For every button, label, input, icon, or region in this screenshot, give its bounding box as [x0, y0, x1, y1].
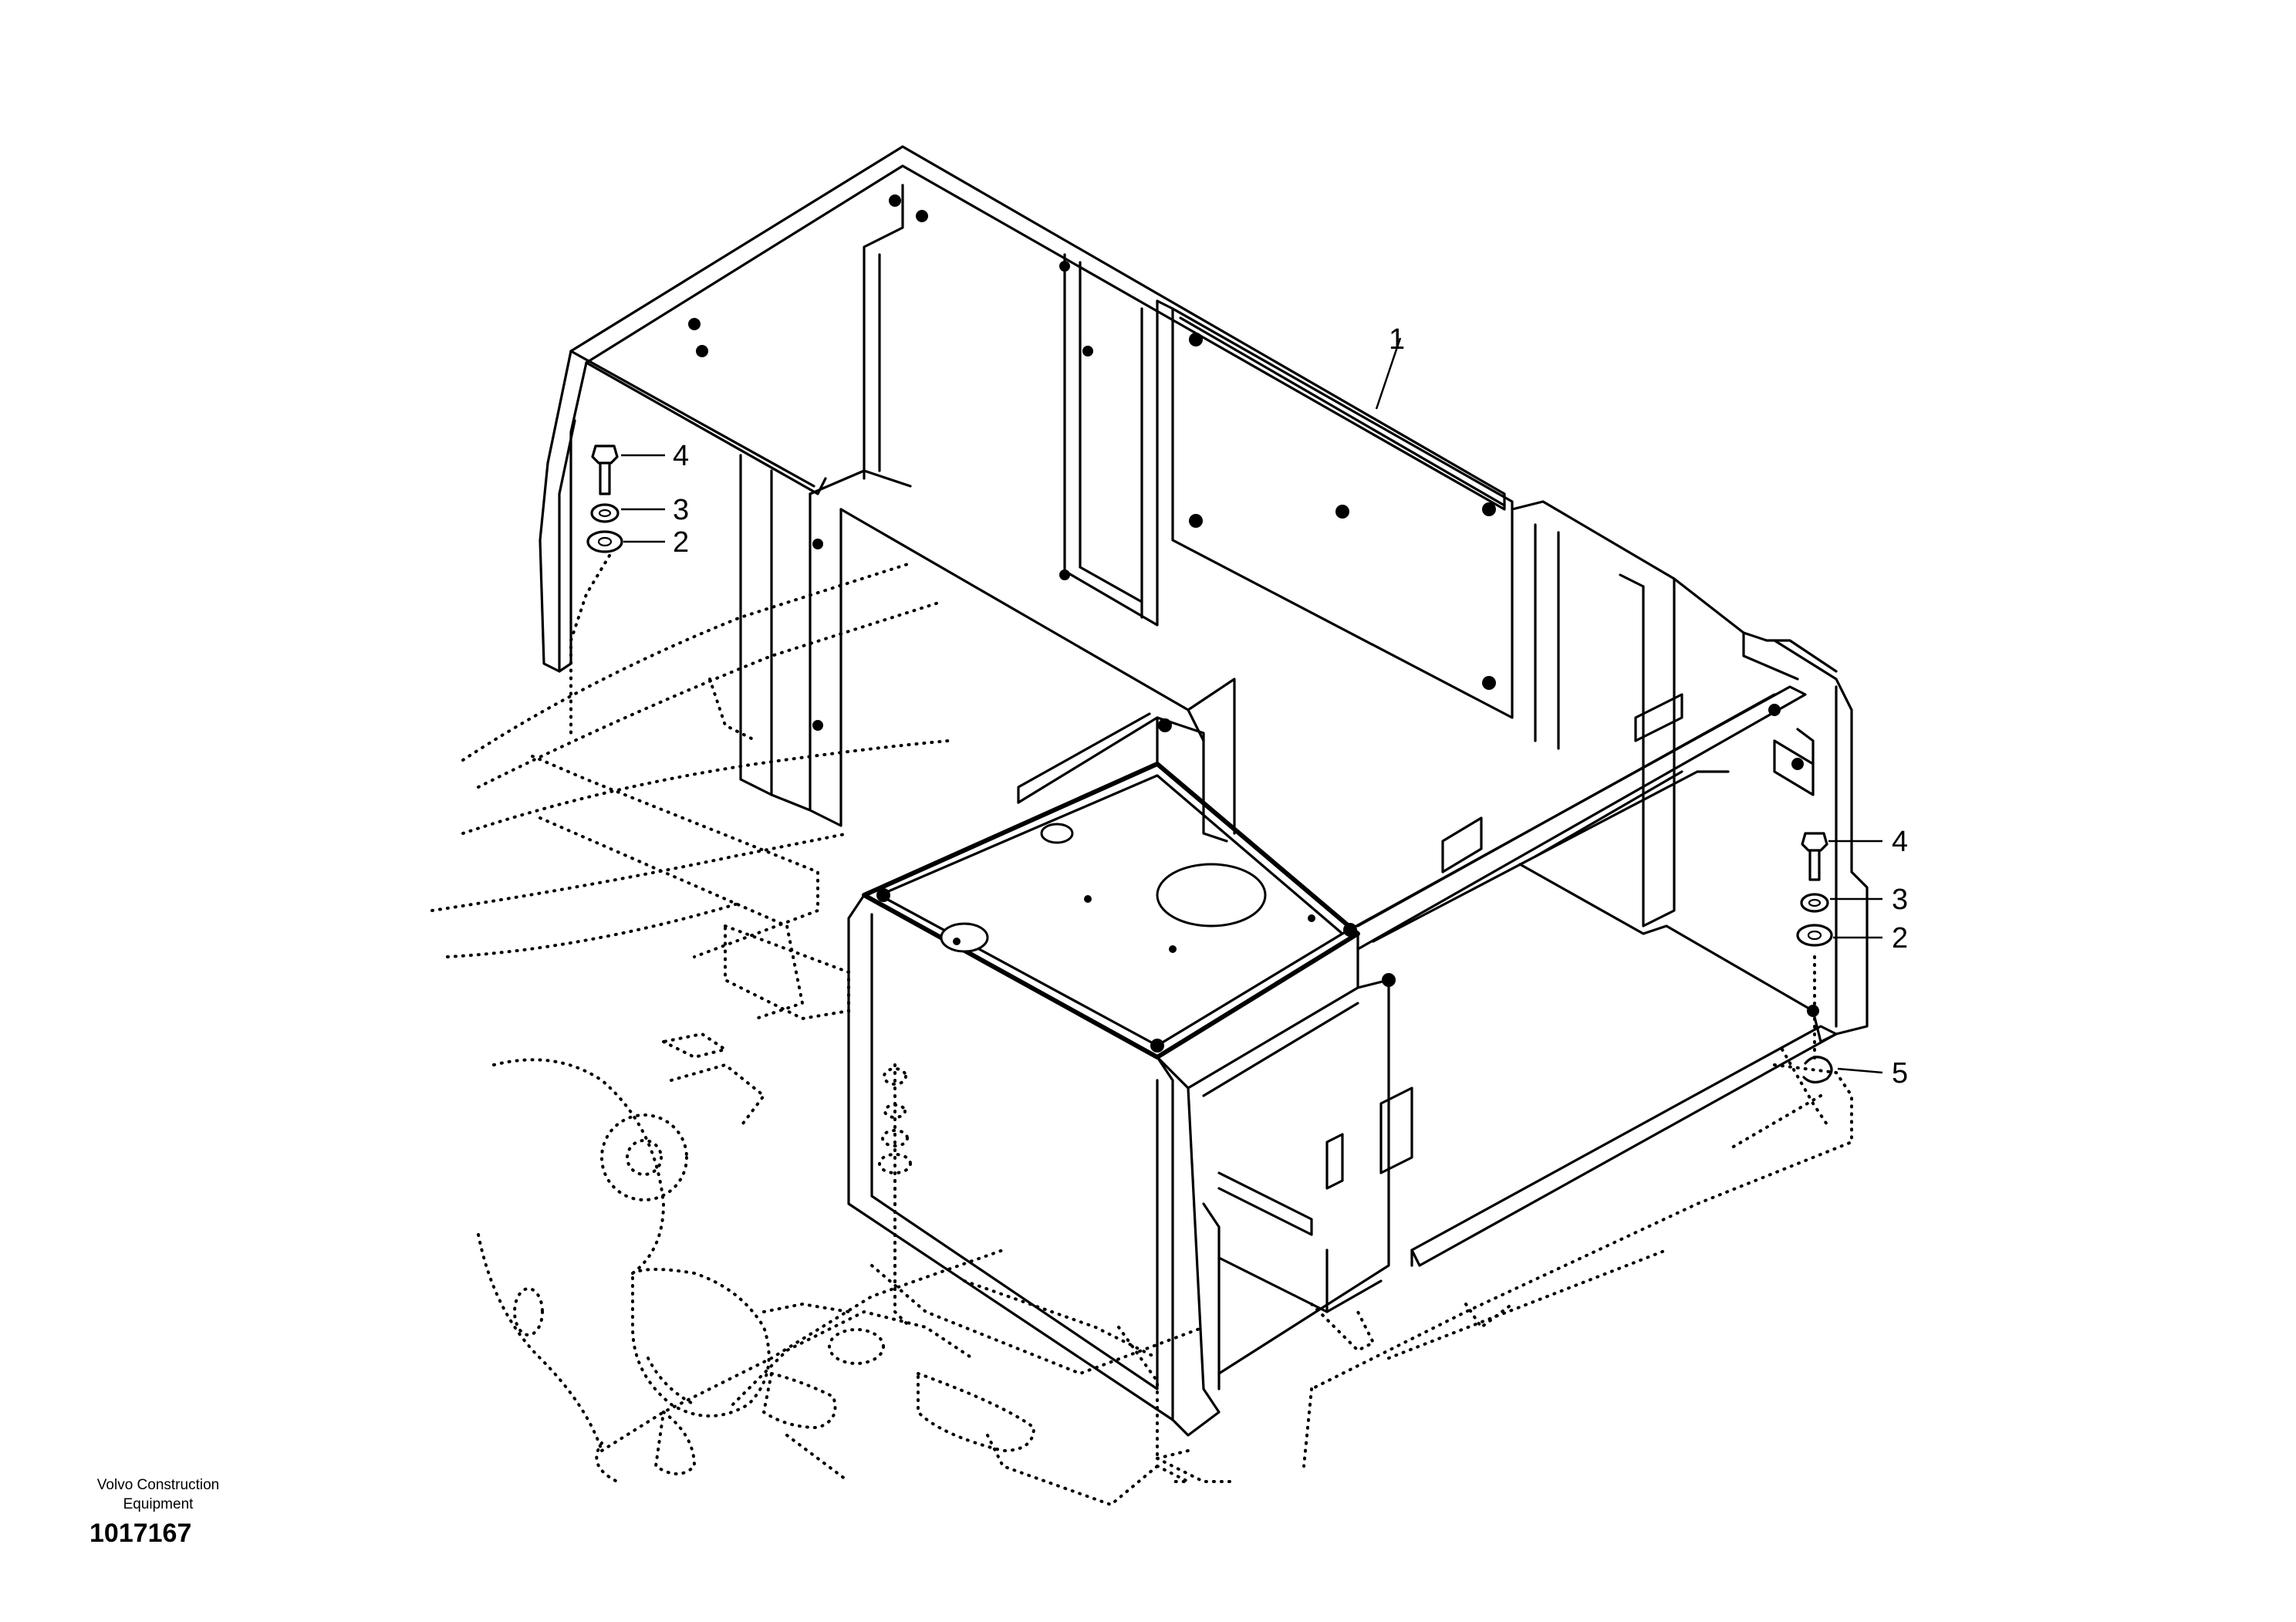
callout-3-right: 3: [1892, 884, 1908, 916]
callout-4-left: 4: [673, 440, 689, 472]
small-top-hole-rear: [1040, 823, 1074, 844]
callout-leaders: [621, 337, 1883, 1074]
upper-structure-outline: [430, 562, 1853, 1507]
left-bolt-icon: [591, 444, 619, 495]
left-bolt-leader-dotted: [569, 554, 611, 735]
callout-3-left: 3: [673, 494, 689, 526]
right-bolt-icon: [1801, 832, 1828, 881]
left-washer-icon: [586, 530, 623, 553]
brand-line-1: Volvo Construction: [96, 1477, 220, 1493]
callout-5-right: 5: [1892, 1057, 1908, 1090]
cab-frame: [539, 145, 1869, 1437]
brand-label: Volvo Construction Equipment: [54, 1475, 262, 1514]
left-hardware-stack: [586, 444, 623, 553]
left-lock-washer-icon: [590, 503, 620, 523]
callout-2-left: 2: [673, 526, 689, 559]
right-washer-icon: [1796, 924, 1833, 947]
large-top-hole: [1156, 863, 1267, 928]
small-top-hole-left: [940, 922, 989, 953]
callout-2-right: 2: [1892, 922, 1908, 955]
right-lock-washer-icon: [1800, 893, 1829, 913]
brand-line-2: Equipment: [123, 1496, 194, 1512]
frame-bolt-heads: [688, 194, 1819, 1053]
right-spacer-icon: [1802, 1056, 1833, 1084]
right-hardware-stack: [1796, 832, 1833, 1084]
callout-4-right: 4: [1892, 826, 1908, 858]
drawing-number: 1017167: [89, 1519, 192, 1548]
callout-1: 1: [1389, 323, 1405, 356]
